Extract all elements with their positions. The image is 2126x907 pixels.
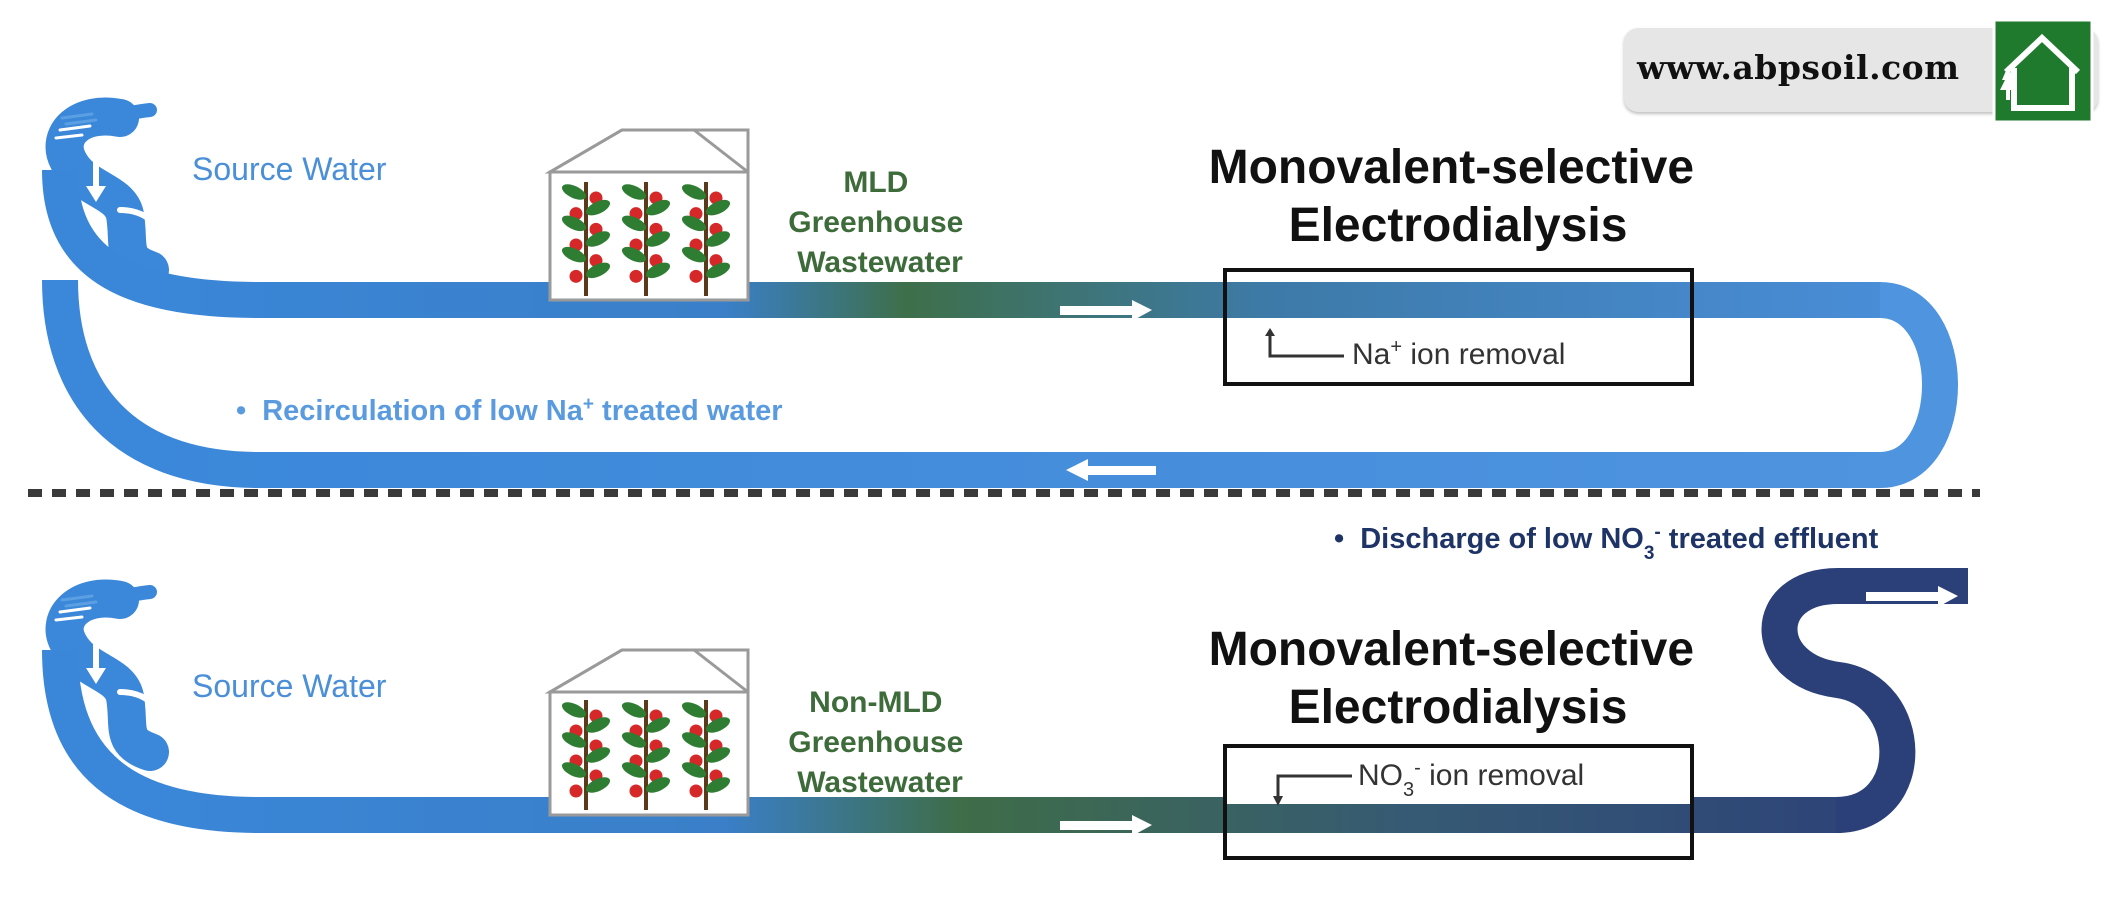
top-source-river — [45, 97, 169, 289]
recirculation-note: • Recirculation of low Na+ treated water — [236, 394, 783, 428]
bottom-wastewater-line-1: Non-MLD — [809, 686, 942, 719]
bottom-ion-suffix: ion removal — [1421, 759, 1584, 792]
bottom-wave-blue-lines-icon — [60, 594, 98, 608]
top-wave-blue-lines-icon — [60, 112, 98, 126]
top-med-box — [1223, 268, 1694, 386]
bottom-source-river — [45, 579, 169, 771]
top-ion-sup: + — [1390, 336, 1402, 358]
recirculation-sup: + — [583, 394, 594, 415]
tomato-plant-icon — [561, 700, 611, 810]
bottom-discharge-curve — [1761, 568, 1968, 833]
bottom-source-river-tail — [85, 585, 157, 607]
top-wave-lines-icon — [54, 124, 162, 182]
bottom-wave-lines-icon — [54, 606, 162, 664]
top-med-title-line-1: Monovalent-selective — [1209, 141, 1694, 194]
bottom-ion-arrow-icon — [1273, 796, 1283, 806]
top-main-flow — [42, 169, 1880, 318]
discharge-sub: 3 — [1644, 543, 1655, 564]
discharge-tail: treated effluent — [1661, 523, 1879, 555]
bottom-ion-connector — [1276, 774, 1352, 800]
top-wastewater-line-1: MLD — [843, 166, 908, 199]
house-tree-logo-icon — [1992, 18, 2094, 124]
top-return-arrow-icon — [1066, 459, 1156, 481]
top-ion-arrow-icon — [1265, 328, 1275, 336]
bottom-ion-sub: 3 — [1403, 779, 1414, 801]
recirculation-bullet: • — [236, 395, 246, 427]
bottom-source-arrows-icon — [86, 629, 168, 726]
tomato-plant-icon — [681, 700, 731, 810]
tomato-plant-icon — [621, 182, 671, 296]
bottom-ion-sup: - — [1414, 757, 1421, 779]
bottom-med-title: Monovalent-selective Electrodialysis — [1209, 623, 1708, 734]
watermark-url[interactable]: www.abpsoil.com — [1637, 48, 1960, 87]
top-wastewater-label: MLD Greenhouse Wastewater — [788, 166, 971, 279]
tomato-plant-icon — [561, 182, 611, 296]
top-ion-prefix: Na — [1352, 338, 1391, 371]
top-med-title: Monovalent-selective Electrodialysis — [1209, 141, 1708, 252]
bottom-med-title-line-1: Monovalent-selective — [1209, 623, 1694, 676]
top-ion-removal-label: Na+ ion removal — [1352, 336, 1565, 371]
bottom-med-box — [1223, 744, 1694, 860]
watermark-badge[interactable]: www.abpsoil.com — [1624, 18, 2098, 124]
top-source-label: Source Water — [192, 151, 387, 187]
tomato-plant-icon — [621, 700, 671, 810]
discharge-arrow-icon — [1866, 586, 1958, 607]
top-source-river-tail — [85, 103, 157, 125]
discharge-text: Discharge of low NO — [1360, 523, 1644, 555]
discharge-note: • Discharge of low NO3- treated effluent — [1334, 522, 1879, 564]
recirculation-text: Recirculation of low Na — [262, 395, 584, 427]
top-med-title-line-2: Electrodialysis — [1289, 199, 1628, 252]
top-wastewater-line-3: Wastewater — [797, 246, 963, 279]
top-panel: Source Water MLD Greenhouse Wastewater M… — [42, 97, 1958, 488]
bottom-ion-prefix: NO — [1358, 759, 1403, 792]
top-wastewater-line-2: Greenhouse — [788, 206, 963, 239]
bottom-wastewater-line-2: Greenhouse — [788, 726, 963, 759]
top-med-box-fill — [1227, 318, 1690, 382]
top-tomato-plants — [561, 182, 731, 296]
bottom-source-label: Source Water — [192, 668, 387, 704]
discharge-bullet: • — [1334, 523, 1344, 555]
bottom-main-flow — [42, 649, 1840, 833]
bottom-wastewater-label: Non-MLD Greenhouse Wastewater — [788, 686, 971, 799]
discharge-sup: - — [1654, 522, 1660, 543]
top-ion-suffix: ion removal — [1402, 338, 1565, 371]
tomato-plant-icon — [681, 182, 731, 296]
bottom-med-title-line-2: Electrodialysis — [1289, 681, 1628, 734]
bottom-flow-arrow-icon — [1060, 815, 1152, 836]
bottom-wastewater-line-3: Wastewater — [797, 766, 963, 799]
top-ion-connector — [1268, 330, 1344, 358]
top-source-arrows-icon — [86, 147, 168, 244]
bottom-ion-removal-label: NO3- ion removal — [1358, 757, 1584, 801]
top-flow-arrow-icon — [1060, 300, 1152, 321]
bottom-panel: Source Water Non-MLD Greenhouse Wastewat… — [42, 522, 1968, 860]
bottom-tomato-plants — [561, 700, 731, 810]
recirculation-tail: treated water — [594, 395, 783, 427]
